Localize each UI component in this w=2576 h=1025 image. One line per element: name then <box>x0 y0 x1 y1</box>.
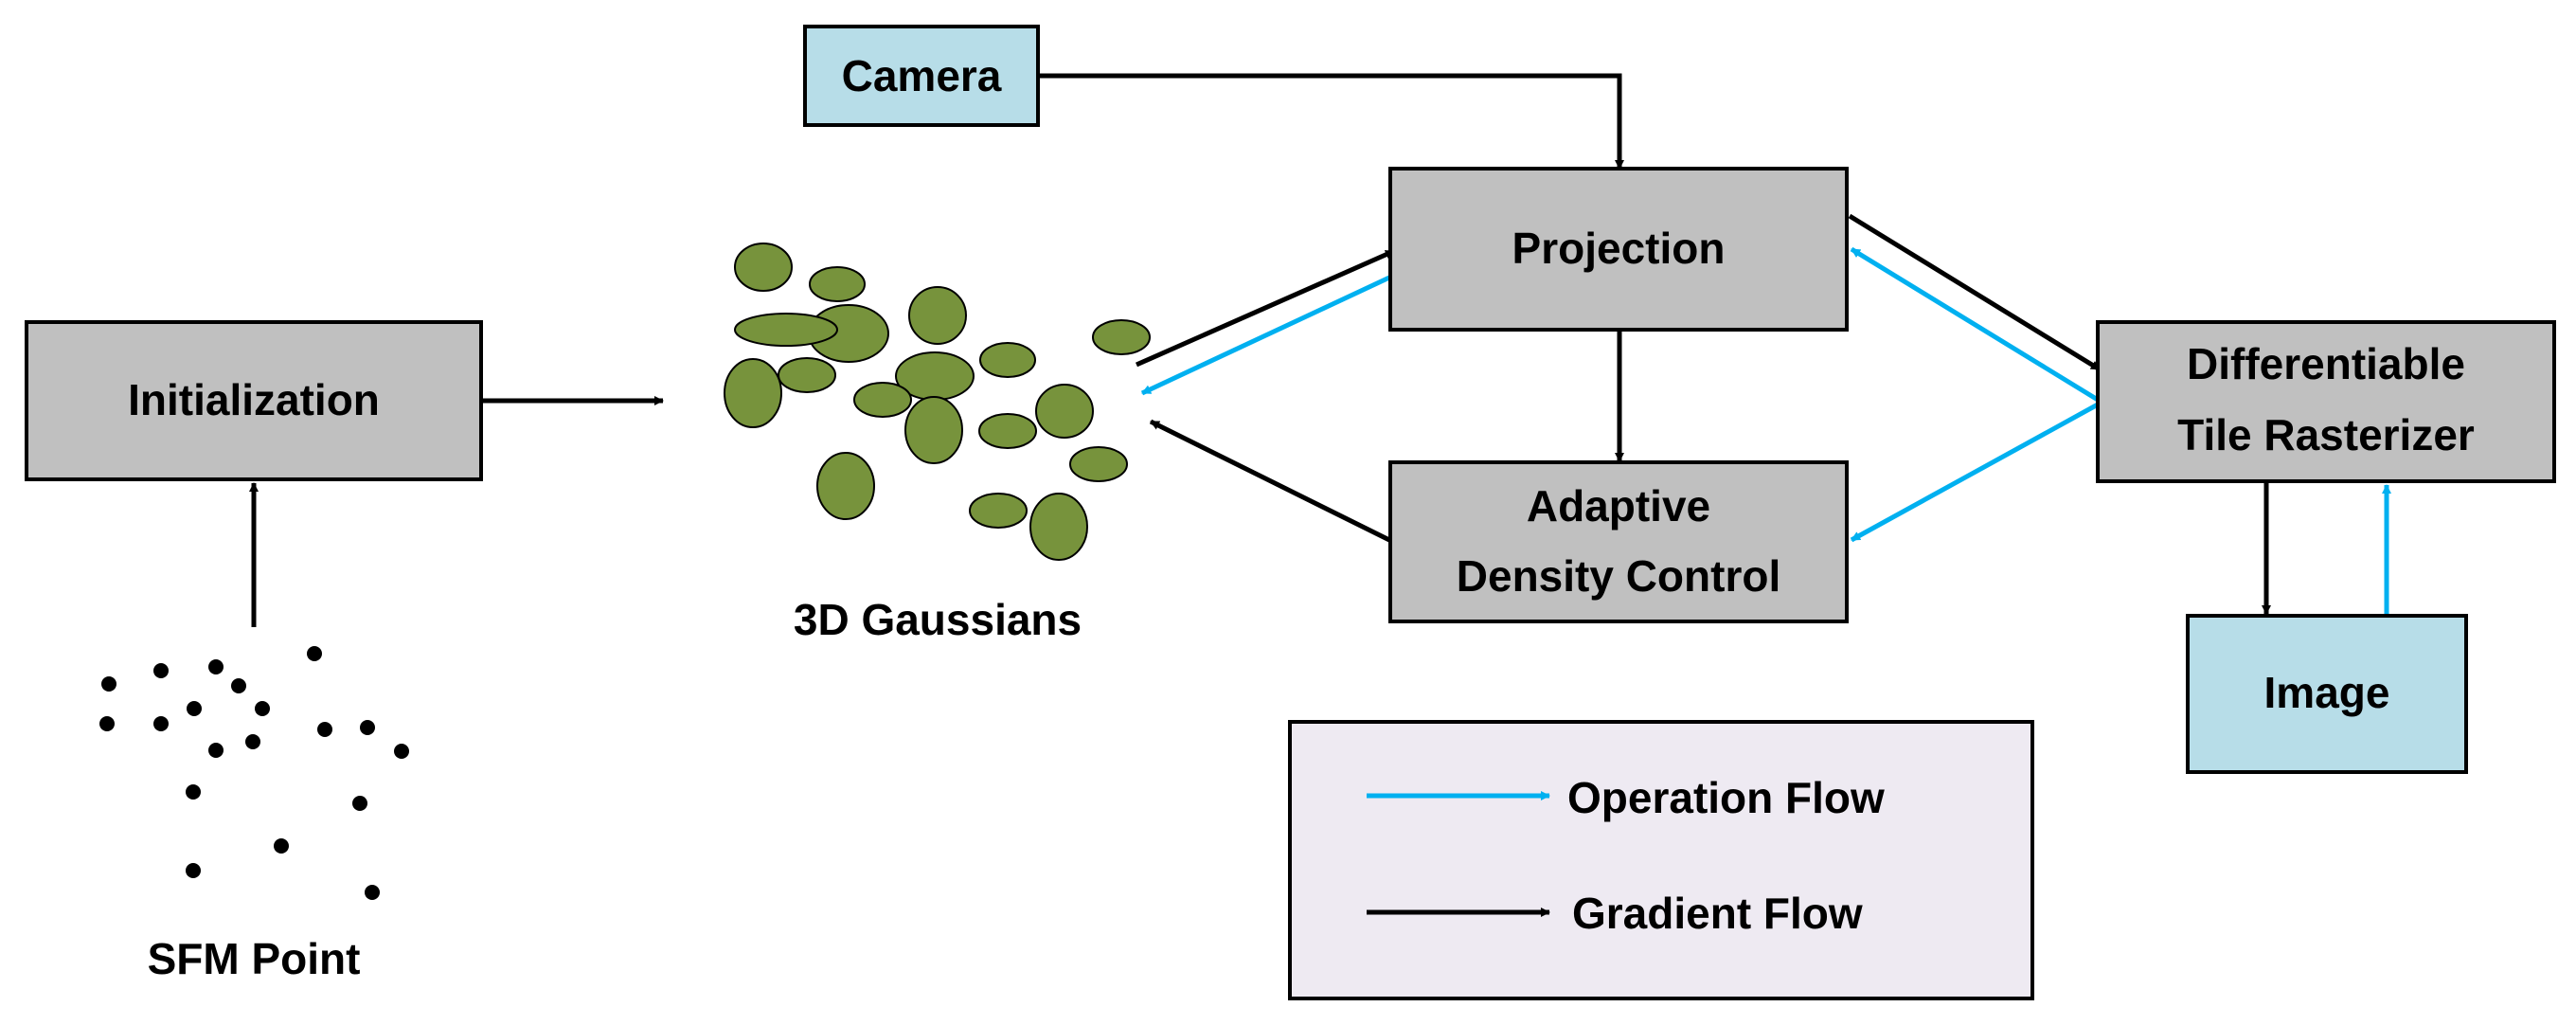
rasterizer-node: Differentiable Tile Rasterizer <box>2096 320 2556 483</box>
rasterizer-label-line1: Differentiable <box>2187 339 2465 388</box>
gaussian-ellipse <box>908 286 967 345</box>
gaussian-ellipse <box>978 413 1037 449</box>
sfm-point <box>231 678 246 693</box>
legend: Operation Flow Gradient Flow <box>1288 720 2034 1000</box>
arrow-projection-to-gaussians-blue <box>1140 275 1391 396</box>
projection-label: Projection <box>1512 224 1726 273</box>
sfm-caption: SFM Point <box>148 934 361 983</box>
sfm-point <box>187 701 202 716</box>
sfm-point <box>360 720 375 735</box>
sfm-point <box>274 838 289 854</box>
arrow-rasterizer-to-adaptive-blue <box>1850 402 2100 543</box>
sfm-point <box>99 716 115 731</box>
arrow-camera-to-projection <box>1040 73 1624 170</box>
gaussian-ellipse <box>1029 493 1088 561</box>
sfm-points <box>99 646 409 900</box>
gaussian-ellipse <box>778 357 836 393</box>
gaussian-ellipse <box>1092 319 1151 355</box>
legend-gradient-label: Gradient Flow <box>1572 889 1863 938</box>
gaussian-ellipse <box>809 266 866 302</box>
initialization-label: Initialization <box>128 375 380 424</box>
gaussians-caption: 3D Gaussians <box>794 595 1082 644</box>
sfm-point <box>186 784 201 800</box>
gaussian-ellipse <box>904 396 963 464</box>
sfm-point <box>245 734 260 749</box>
sfm-point <box>352 796 367 811</box>
camera-node: Camera <box>803 25 1040 127</box>
sfm-point <box>365 885 380 900</box>
gaussian-ellipse <box>724 358 782 428</box>
gaussian-ellipse <box>734 243 793 292</box>
gaussian-ellipse <box>816 452 875 520</box>
sfm-point <box>208 743 224 758</box>
sfm-point <box>255 701 270 716</box>
gaussian-ellipse <box>1069 446 1128 482</box>
arrow-projection-to-rasterizer <box>1848 213 2102 372</box>
image-node: Image <box>2186 614 2468 774</box>
adaptive-label-line1: Adaptive <box>1527 481 1710 530</box>
adaptive-density-control-node: Adaptive Density Control <box>1388 460 1849 623</box>
legend-box <box>1288 720 2034 1000</box>
image-label: Image <box>2264 668 2390 717</box>
sfm-point <box>394 744 409 759</box>
arrow-rasterizer-to-projection-blue <box>1850 246 2100 403</box>
gaussians-cluster <box>724 243 1151 561</box>
sfm-point <box>153 716 169 731</box>
projection-node: Projection <box>1388 167 1849 332</box>
legend-operation-label: Operation Flow <box>1567 773 1885 822</box>
gaussian-ellipse <box>969 493 1028 529</box>
initialization-node: Initialization <box>25 320 483 481</box>
sfm-point <box>317 722 332 737</box>
gaussian-ellipse <box>853 382 912 418</box>
flow-arrows <box>249 73 2391 627</box>
sfm-point <box>208 659 224 674</box>
rasterizer-label-line2: Tile Rasterizer <box>2177 410 2475 459</box>
sfm-point <box>186 863 201 878</box>
arrow-gaussians-to-projection <box>1135 248 1396 368</box>
gaussian-ellipse <box>734 313 838 347</box>
sfm-point <box>101 676 116 692</box>
gaussian-ellipse <box>1035 384 1094 439</box>
gaussian-ellipse <box>979 342 1036 378</box>
sfm-point <box>153 663 169 678</box>
adaptive-label-line2: Density Control <box>1457 551 1780 601</box>
arrow-adaptive-to-gaussians <box>1149 419 1391 543</box>
sfm-point <box>307 646 322 661</box>
camera-label: Camera <box>842 51 1002 100</box>
